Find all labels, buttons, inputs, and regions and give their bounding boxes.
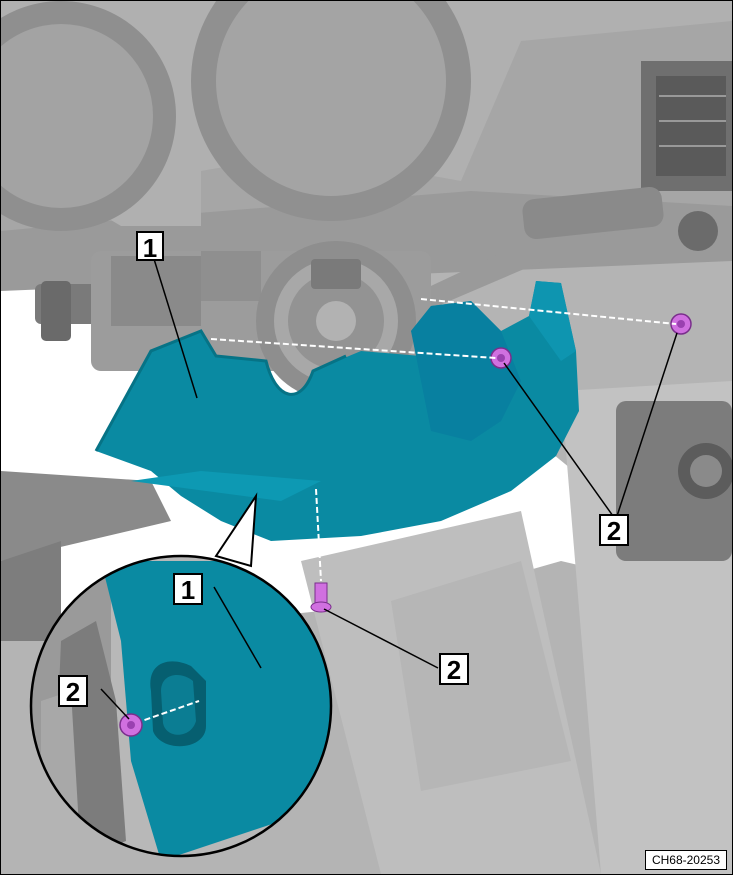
callout-part-2-detail: 2 bbox=[58, 675, 88, 707]
wiper-stalk bbox=[416, 186, 664, 311]
screw-icon bbox=[119, 713, 143, 737]
screw-icon bbox=[670, 313, 692, 335]
assembly-lines bbox=[210, 298, 677, 582]
steering-column-trim bbox=[94, 281, 579, 541]
detail-leader-lines bbox=[100, 586, 262, 720]
leader-lines bbox=[153, 258, 678, 669]
screw-icon bbox=[490, 347, 512, 369]
figure-code: CH68-20253 bbox=[644, 850, 727, 870]
callout-part-1-detail: 1 bbox=[173, 573, 203, 605]
callout-part-2-screws: 2 bbox=[599, 514, 629, 546]
callout-part-1: 1 bbox=[136, 231, 164, 263]
callout-part-2-bottom: 2 bbox=[439, 653, 469, 685]
